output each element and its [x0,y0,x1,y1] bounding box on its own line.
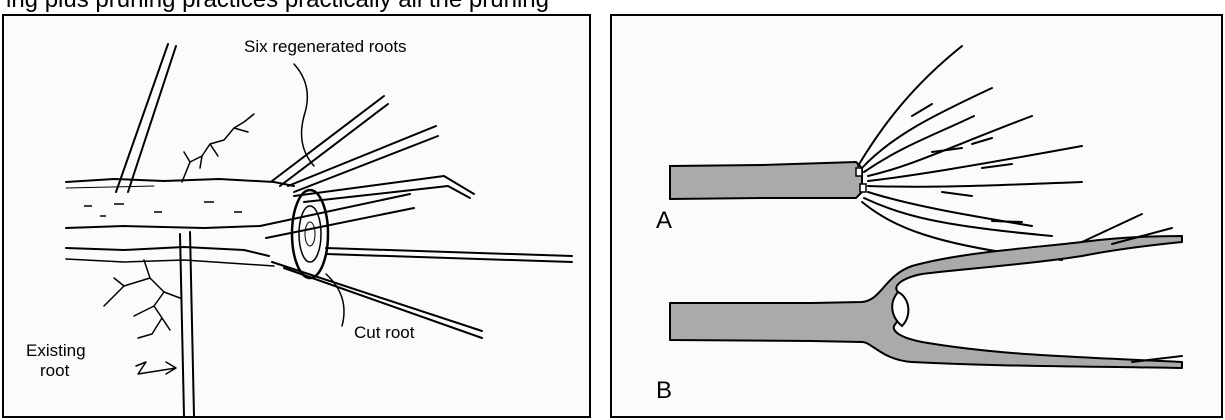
label-b: B [656,377,672,404]
regen-root-6 [272,262,482,331]
cropped-caption: ing plus pruning practices practically a… [0,0,1225,14]
caption-text: ing plus pruning practices practically a… [6,0,549,14]
regen-root-1 [272,96,384,181]
fine-rootlets-lower [104,260,180,338]
left-illustration-panel: Six regenerated roots Cut root Existing … [2,14,591,418]
root-a-fine-roots [858,46,1082,260]
label-cut-root: Cut root [354,323,415,342]
fine-rootlets-upper [182,114,254,182]
main-root-top-edge [66,179,294,186]
label-existing-line2: root [40,361,70,380]
right-illustration-panel: A B [610,14,1223,418]
main-root-mid-edge [66,226,260,228]
root-comparison-drawing: A B [612,16,1221,416]
label-a: A [656,207,672,234]
regen-root-2 [288,126,436,186]
existing-root-arrow [136,362,176,374]
label-regenerated-roots: Six regenerated roots [244,37,407,56]
existing-root-stem [180,234,184,416]
label-existing-line1: Existing [26,341,86,360]
root-b-body [670,236,1182,368]
root-a-body [670,162,862,199]
cut-root-face [292,190,328,278]
upper-root-stem [116,44,168,192]
cut-root-drawing: Six regenerated roots Cut root Existing … [4,16,589,416]
